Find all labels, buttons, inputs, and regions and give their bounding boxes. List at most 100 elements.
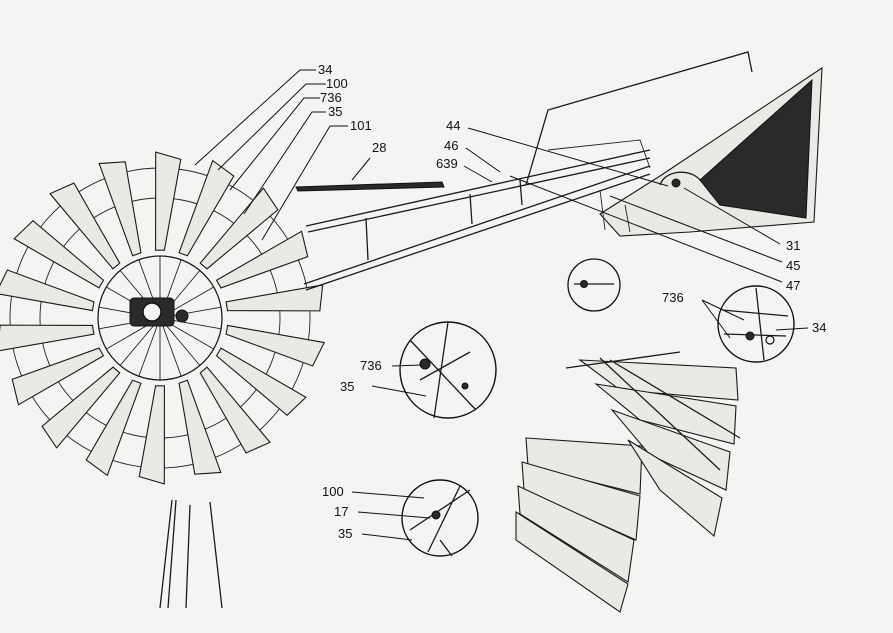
- tail-bracket: [659, 171, 701, 186]
- leader-detail-a-35: [371, 385, 427, 397]
- wheel-spoke: [166, 321, 214, 350]
- callout-46: 46: [444, 138, 458, 153]
- callout-31: 31: [786, 238, 800, 253]
- callout-labels: 34 100 736 35 101 28 44 46 639 31 45 47 …: [318, 62, 826, 541]
- wheel-blade: [85, 379, 142, 477]
- wheel-spoke: [162, 325, 182, 377]
- detail-a-nut: [461, 382, 469, 390]
- loose-blade: [578, 359, 739, 401]
- callout-detail-a-35: 35: [340, 379, 354, 394]
- leader-lines: [194, 69, 809, 541]
- wheel-blade: [225, 284, 324, 312]
- detail-b-circle: [717, 285, 795, 363]
- detail-small-bolt: [580, 280, 588, 288]
- rod-part: [295, 181, 445, 192]
- leader-35: [243, 111, 326, 215]
- wheel-blades: [0, 151, 325, 485]
- wheel-blade: [199, 366, 271, 454]
- leader-100: [217, 83, 326, 171]
- loose-blade: [525, 437, 643, 495]
- loose-blade: [594, 383, 737, 445]
- tail-assembly: [303, 51, 823, 291]
- wheel-blade: [225, 324, 325, 367]
- leader-detail-a-736: [391, 364, 423, 367]
- leader-detail-c-35: [361, 533, 413, 541]
- leader-101: [261, 125, 348, 241]
- detail-small: [567, 258, 621, 312]
- callout-44: 44: [446, 118, 460, 133]
- loose-blade-arms: [565, 351, 741, 471]
- callout-35: 35: [328, 104, 342, 119]
- leader-detail-b-736: [701, 299, 745, 339]
- tower-legs: [159, 499, 223, 609]
- wheel-blade: [0, 324, 95, 352]
- wheel-blade: [138, 385, 165, 485]
- detail-small-circle: [567, 258, 621, 312]
- wheel-blade: [178, 379, 222, 475]
- wheel-spoke: [164, 323, 201, 366]
- callout-28: 28: [372, 140, 386, 155]
- detail-b-bolt: [745, 331, 755, 341]
- tail-vane-shade: [699, 78, 813, 219]
- callout-639: 639: [436, 156, 458, 171]
- detail-c-circle: [401, 479, 479, 557]
- wheel-blade: [11, 347, 105, 406]
- leader-47: [509, 175, 783, 283]
- wheel-blade: [0, 269, 95, 312]
- hub-cap: [142, 302, 162, 322]
- callout-detail-c-17: 17: [334, 504, 348, 519]
- callout-45: 45: [786, 258, 800, 273]
- loose-blade: [517, 485, 635, 583]
- leader-44: [467, 127, 669, 187]
- wheel-spoke: [167, 318, 222, 330]
- detail-c-parts: [409, 485, 471, 557]
- detail-b-parts: [721, 287, 789, 361]
- wheel-blade: [41, 366, 121, 449]
- wheel-blade: [178, 159, 235, 257]
- leader-34: [194, 69, 316, 166]
- wheel-blade: [13, 219, 105, 289]
- wheel-blade: [215, 347, 307, 417]
- wheel-blade: [98, 161, 142, 257]
- callout-detail-c-35: 35: [338, 526, 352, 541]
- wheel-spoke: [138, 325, 158, 377]
- detail-a-bolt: [419, 358, 431, 370]
- loose-blade: [610, 408, 731, 491]
- leader-639: [463, 165, 493, 183]
- detail-b: [717, 285, 795, 363]
- callout-detail-b-736: 736: [662, 290, 684, 305]
- callout-101: 101: [350, 118, 372, 133]
- detail-c-bolt: [431, 510, 441, 520]
- detail-b-washer: [765, 335, 775, 345]
- wheel-blade: [199, 187, 279, 270]
- callout-detail-c-100: 100: [322, 484, 344, 499]
- callout-34: 34: [318, 62, 332, 77]
- wheel-spoke: [166, 286, 214, 315]
- loose-blade: [521, 461, 641, 541]
- leader-28: [351, 157, 371, 181]
- loose-blade: [627, 439, 723, 538]
- hub-nut: [175, 309, 189, 323]
- callout-736: 736: [320, 90, 342, 105]
- wheel-blade: [49, 182, 121, 270]
- leader-736: [229, 97, 320, 191]
- tail-bolt: [671, 178, 681, 188]
- detail-a: [399, 321, 497, 419]
- rod-28: [295, 181, 445, 192]
- tail-braces: [365, 179, 523, 261]
- detail-a-parts: [409, 321, 477, 419]
- leader-45: [609, 195, 783, 263]
- tail-rail-lower: [303, 165, 651, 291]
- wheel-spokes: [98, 256, 222, 380]
- wheel-spoke: [119, 323, 156, 366]
- windmill-wheel: [0, 151, 325, 609]
- callout-detail-a-736: 736: [360, 358, 382, 373]
- loose-blade: [515, 510, 629, 613]
- leader-46: [465, 147, 501, 173]
- callout-47: 47: [786, 278, 800, 293]
- tail-frame: [547, 139, 651, 233]
- leader-31: [683, 187, 781, 245]
- tail-rail-upper: [305, 149, 651, 233]
